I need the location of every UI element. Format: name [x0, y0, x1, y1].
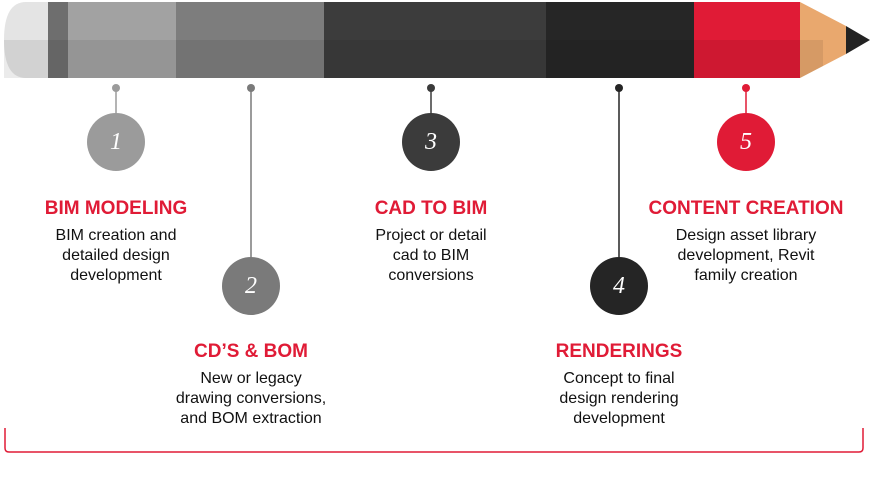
step-5-title: CONTENT CREATION: [648, 198, 844, 219]
connector-dot-1: [112, 84, 120, 92]
step-5-description: Design asset library development, Revit …: [675, 227, 817, 284]
step-4-description: Concept to final design rendering develo…: [559, 370, 679, 427]
connector-dot-5: [742, 84, 750, 92]
pencil-wood-tip: [800, 2, 846, 78]
pencil-segment-1: [68, 2, 176, 78]
pencil-segment-2: [176, 2, 324, 78]
connector-dot-2: [247, 84, 255, 92]
step-1-title: BIM MODELING: [44, 198, 188, 219]
pencil-eraser: [4, 2, 50, 78]
step-2-title: CD’S & BOM: [194, 341, 308, 362]
step-2-description: New or legacy drawing conversions, and B…: [175, 370, 327, 427]
step-5-number-circle: 5: [717, 113, 775, 171]
pencil-segment-3: [324, 2, 546, 78]
bottom-bracket: [4, 428, 864, 453]
step-1-number-circle: 1: [87, 113, 145, 171]
connector-dot-4: [615, 84, 623, 92]
step-1-description: BIM creation and detailed design develop…: [55, 227, 177, 284]
step-3-description: Project or detail cad to BIM conversions: [375, 227, 487, 284]
pencil-lead: [846, 26, 870, 54]
pencil-segment-5: [694, 2, 800, 78]
pencil-segment-4: [546, 2, 694, 78]
step-3-title: CAD TO BIM: [374, 198, 488, 219]
pencil-ferrule: [48, 2, 68, 78]
pencil-shading: [4, 40, 800, 78]
step-3-number-circle: 3: [402, 113, 460, 171]
connectors: [112, 84, 750, 257]
step-4-number-circle: 4: [590, 257, 648, 315]
connector-dot-3: [427, 84, 435, 92]
step-2-number-circle: 2: [222, 257, 280, 315]
step-4-title: RENDERINGS: [555, 341, 683, 362]
